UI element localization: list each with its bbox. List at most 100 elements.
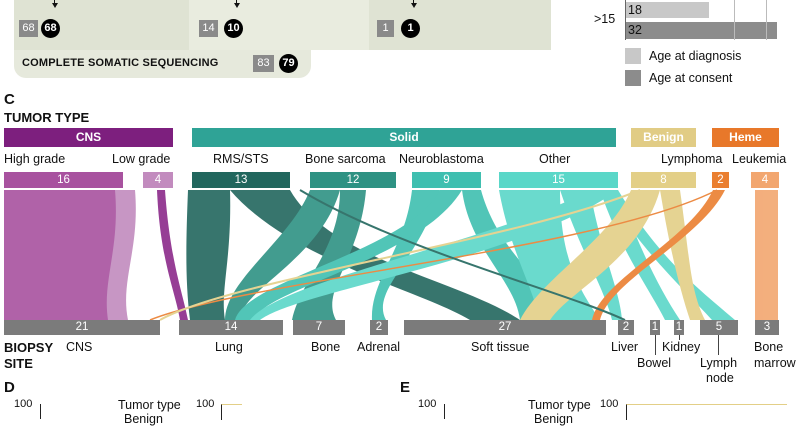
leader-line-bowel bbox=[655, 335, 656, 355]
biopsy-site-value: 3 bbox=[755, 320, 779, 335]
tumor-type-label: High grade bbox=[4, 152, 66, 166]
panel-label-c: C bbox=[4, 91, 15, 108]
tumor-type-value: 8 bbox=[631, 172, 696, 188]
group-count-black: 10 bbox=[224, 19, 243, 38]
complete-sequencing-label: COMPLETE SOMATIC SEQUENCING bbox=[22, 57, 219, 69]
complete-count-grey: 83 bbox=[253, 55, 274, 72]
flow-rms-lung bbox=[186, 190, 231, 320]
flow-lowgrade-cns bbox=[106, 190, 136, 320]
flow-leukemia-thin bbox=[149, 189, 718, 321]
flow-lymphoma-thin bbox=[159, 189, 641, 321]
biopsy-site-label: CNS bbox=[66, 340, 93, 354]
tumor-type-value: 16 bbox=[4, 172, 123, 188]
arrow-down-icon bbox=[411, 3, 417, 8]
legend-axis-line bbox=[625, 0, 626, 40]
biopsy-site-value: 7 bbox=[293, 320, 345, 335]
biopsy-site-value: 1 bbox=[650, 320, 660, 335]
biopsy-site-label: Adrenal bbox=[357, 340, 401, 354]
arrow-stem-3 bbox=[413, 0, 414, 4]
legend-label-consent: Age at consent bbox=[649, 71, 733, 85]
biopsy-site-label: Liver bbox=[611, 340, 639, 354]
panel-e-axis bbox=[444, 404, 445, 419]
tumor-type-label: Bone sarcoma bbox=[305, 152, 386, 166]
biopsy-site-label: Lymph bbox=[700, 356, 738, 370]
tumor-type-label: Other bbox=[539, 152, 571, 166]
group-count-grey: 14 bbox=[199, 20, 218, 37]
flow-other-thin bbox=[299, 189, 626, 321]
legend-bar-diagnosis bbox=[625, 2, 709, 18]
tumor-type-value: 15 bbox=[499, 172, 618, 188]
panel-label-e: E bbox=[400, 379, 411, 396]
tumor-type-title: TUMOR TYPE bbox=[4, 110, 90, 125]
biopsy-site-value: 14 bbox=[179, 320, 283, 335]
legend-value-diagnosis: 18 bbox=[628, 3, 642, 17]
panel-e-y-tick: 100 bbox=[418, 398, 437, 410]
legend-value-consent: 32 bbox=[628, 23, 642, 37]
arrow-stem-1 bbox=[54, 0, 55, 4]
biopsy-site-value: 5 bbox=[700, 320, 738, 335]
tumor-type-value: 4 bbox=[751, 172, 779, 188]
biopsy-site-value: 21 bbox=[4, 320, 160, 335]
panel-d-right-axis bbox=[221, 404, 242, 420]
biopsy-site-value: 1 bbox=[674, 320, 684, 335]
tumor-type-value: 9 bbox=[412, 172, 481, 188]
panel-e-legend-title: Tumor type bbox=[528, 398, 591, 412]
biopsy-title-line1: BIOPSY bbox=[4, 340, 54, 355]
biopsy-site-value: 27 bbox=[404, 320, 606, 335]
group-count-black: 68 bbox=[41, 19, 60, 38]
flow-highgrade-cns bbox=[4, 190, 123, 320]
biopsy-title-line2: SITE bbox=[4, 356, 33, 371]
biopsy-site-label: Lung bbox=[215, 340, 243, 354]
category-bar-solid: Solid bbox=[192, 128, 616, 147]
panel-d-right-tick: 100 bbox=[196, 398, 215, 410]
panel-label-d: D bbox=[4, 379, 15, 396]
tumor-type-label: Lymphoma bbox=[661, 152, 723, 166]
biopsy-site-label: Bone bbox=[311, 340, 341, 354]
flow-neuro-lung bbox=[235, 190, 462, 320]
panel-d-y-tick: 100 bbox=[14, 398, 33, 410]
complete-count-black: 79 bbox=[279, 54, 298, 73]
flow-lymphoma-lymph bbox=[660, 190, 705, 320]
biopsy-site-label: node bbox=[706, 371, 734, 385]
biopsy-site-label: Kidney bbox=[662, 340, 701, 354]
legend-swatch-consent bbox=[625, 70, 641, 86]
panel-d-legend-first: Benign bbox=[124, 412, 163, 426]
leader-line-lymph bbox=[718, 335, 719, 355]
category-bar-cns: CNS bbox=[4, 128, 173, 147]
legend-gridline bbox=[766, 0, 767, 40]
panel-e-legend-first: Benign bbox=[534, 412, 573, 426]
biopsy-site-value: 2 bbox=[618, 320, 634, 335]
arrow-down-icon bbox=[52, 3, 58, 8]
tumor-type-label: Leukemia bbox=[732, 152, 787, 166]
biopsy-site-label: Bone bbox=[754, 340, 784, 354]
group-count-grey: 68 bbox=[19, 20, 38, 37]
panel-d-legend-title: Tumor type bbox=[118, 398, 181, 412]
tumor-type-value: 4 bbox=[143, 172, 173, 188]
biopsy-site-value: 2 bbox=[370, 320, 388, 335]
tumor-type-value: 12 bbox=[310, 172, 396, 188]
flow-other-lung bbox=[250, 190, 618, 320]
panel-e-right-tick: 100 bbox=[600, 398, 619, 410]
legend-label-diagnosis: Age at diagnosis bbox=[649, 49, 742, 63]
tumor-type-label: Low grade bbox=[112, 152, 171, 166]
legend-bar-consent bbox=[625, 22, 777, 39]
legend-swatch-diagnosis bbox=[625, 48, 641, 64]
tumor-type-label: RMS/STS bbox=[213, 152, 269, 166]
tumor-type-value: 13 bbox=[192, 172, 290, 188]
panel-e-right-axis bbox=[626, 404, 787, 420]
flow-leukemia-liver bbox=[592, 190, 725, 320]
flow-lowgrade-lung bbox=[157, 190, 188, 320]
arrow-stem-2 bbox=[236, 0, 237, 4]
biopsy-site-label: Bowel bbox=[637, 356, 672, 370]
panel-d-axis bbox=[40, 404, 41, 419]
leader-line-kidney bbox=[679, 335, 680, 340]
age-group-label: >15 bbox=[594, 12, 616, 26]
group-count-black: 1 bbox=[401, 19, 420, 38]
biopsy-site-label: Soft tissue bbox=[471, 340, 530, 354]
category-bar-heme: Heme bbox=[712, 128, 779, 147]
group-count-grey: 1 bbox=[377, 20, 394, 37]
tumor-type-value: 2 bbox=[712, 172, 729, 188]
flow-bonemarrow bbox=[755, 190, 778, 320]
arrow-down-icon bbox=[234, 3, 240, 8]
tumor-type-label: Neuroblastoma bbox=[399, 152, 484, 166]
